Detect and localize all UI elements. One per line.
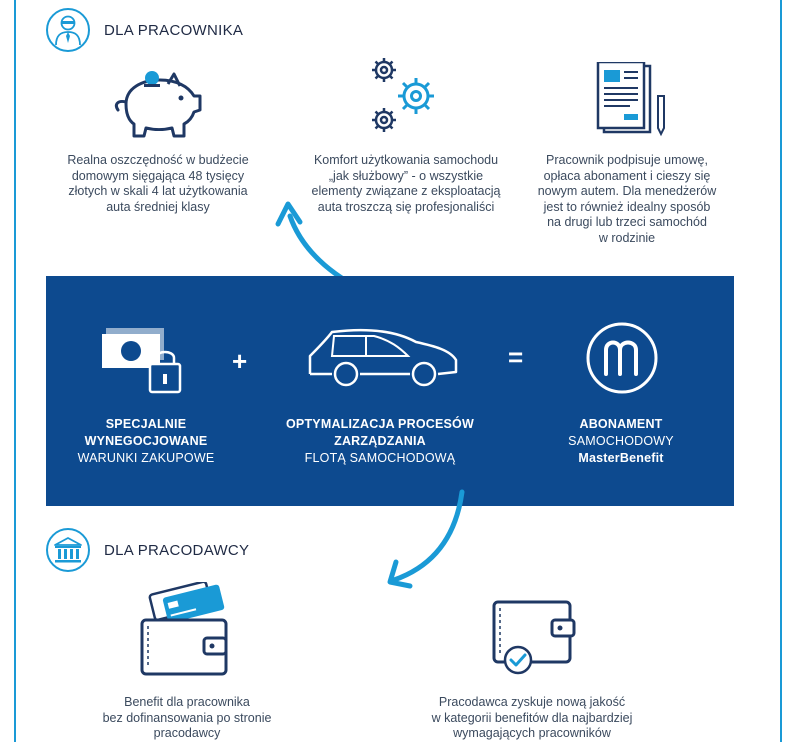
- businessman-icon: [55, 15, 81, 46]
- benefit-contract-caption: Pracownik podpisuje umowę, opłaca abonam…: [537, 153, 717, 245]
- gears-icon: [372, 58, 434, 132]
- plus-sign: +: [232, 346, 248, 376]
- car-icon: [308, 328, 458, 387]
- cash-lock-icon: [102, 328, 182, 394]
- employee-section-header: DLA PRACOWNIKA: [46, 8, 243, 52]
- benefit-gears: [368, 54, 440, 143]
- bank-building-icon: [54, 537, 82, 563]
- benefit-new-quality-caption: Pracodawca zyskuje nową jakość w kategor…: [431, 695, 633, 740]
- term-subscription-icon-box: [584, 320, 660, 401]
- benefit-wallet-check: [488, 598, 584, 685]
- term-conditions-icon-box: [98, 324, 188, 401]
- formula-panel: + = SPECJALNIE WYNEGOCJOWANE WARUNKI ZAK…: [46, 276, 734, 506]
- term-fleet-optimization: OPTYMALIZACJA PROCESÓW ZARZĄDZANIA FLOTĄ…: [286, 417, 474, 465]
- equals-sign: =: [508, 342, 524, 372]
- frame-right-line: [780, 0, 782, 742]
- benefit-comfort-caption: Komfort użytkowania samochodu „jak służb…: [311, 153, 501, 214]
- frame-left-line: [14, 0, 16, 742]
- term-special-conditions: SPECJALNIE WYNEGOCJOWANE WARUNKI ZAKUPOW…: [77, 417, 215, 465]
- employer-section-title: DLA PRACODAWCY: [104, 541, 250, 559]
- masterlease-logo-icon: [586, 322, 658, 394]
- employee-badge: [46, 8, 90, 52]
- arrow-to-employer: [387, 489, 465, 589]
- benefit-savings-caption: Realna oszczędność w budżecie domowym si…: [67, 153, 249, 214]
- employer-badge: [46, 528, 90, 572]
- benefit-wallet-cards: [138, 580, 238, 687]
- wallet-check-icon: [492, 600, 576, 675]
- term-subscription: ABONAMENT SAMOCHODOWY MasterBenefit: [568, 417, 674, 465]
- benefit-contract: [594, 60, 670, 143]
- wallet-cards-icon: [140, 580, 228, 676]
- term-fleet-icon-box: [304, 326, 464, 397]
- employer-section-header: DLA PRACODAWCY: [46, 528, 249, 572]
- benefit-piggy-bank: [108, 70, 208, 147]
- benefit-no-cost-caption: Benefit dla pracownika bez dofinansowani…: [102, 695, 272, 740]
- contract-document-icon: [596, 60, 665, 137]
- employee-section-title: DLA PRACOWNIKA: [104, 21, 244, 39]
- piggy-bank-icon: [114, 71, 202, 138]
